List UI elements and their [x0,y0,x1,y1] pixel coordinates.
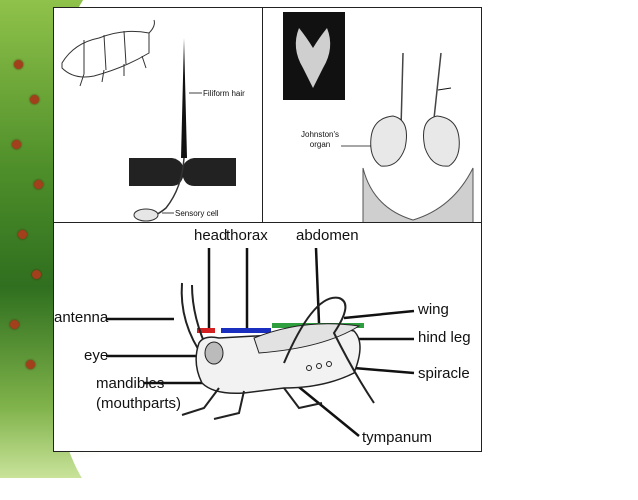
head-segment-bar [197,328,215,333]
abdomen-label: abdomen [296,227,359,244]
ant-decoration [10,320,19,329]
hind-leg-label: hind leg [418,329,471,346]
wing-label: wing [418,301,449,318]
head-label: head [194,227,228,244]
thorax-label: thorax [226,227,268,244]
johnstons-organ-label-line2: organ [309,140,331,149]
eye-label: eye [84,347,109,364]
filiform-hair-panel: Filiform hair Sensory cell [53,7,263,224]
grasshopper-panel: head thorax abdomen antenna eye mandible… [53,222,482,452]
johnstons-organ-micrograph [283,12,474,223]
ant-decoration [34,180,43,189]
ant-decoration [12,140,21,149]
filiform-hair-drawing [61,19,236,222]
thorax-segment-bar [221,328,271,333]
mandibles-label: mandibles [96,375,165,392]
ant-decoration [26,360,35,369]
slide: Filiform hair Sensory cell Johnston's or… [0,0,482,500]
johnstons-organ-panel: Johnston's organ [262,7,482,224]
tympanum-label: tympanum [362,429,433,446]
antenna-label: antenna [54,309,109,326]
filiform-hair-label: Filiform hair [203,89,245,98]
johnstons-organ-label-line1: Johnston's [301,130,339,139]
ant-decoration [32,270,41,279]
sensory-cell-label: Sensory cell [175,209,219,218]
ant-decoration [30,95,39,104]
ant-decoration [18,230,27,239]
mouthparts-label: (mouthparts) [96,395,182,412]
grasshopper-drawing [106,247,415,437]
ant-decoration [14,60,23,69]
spiracle-label: spiracle [418,365,470,382]
